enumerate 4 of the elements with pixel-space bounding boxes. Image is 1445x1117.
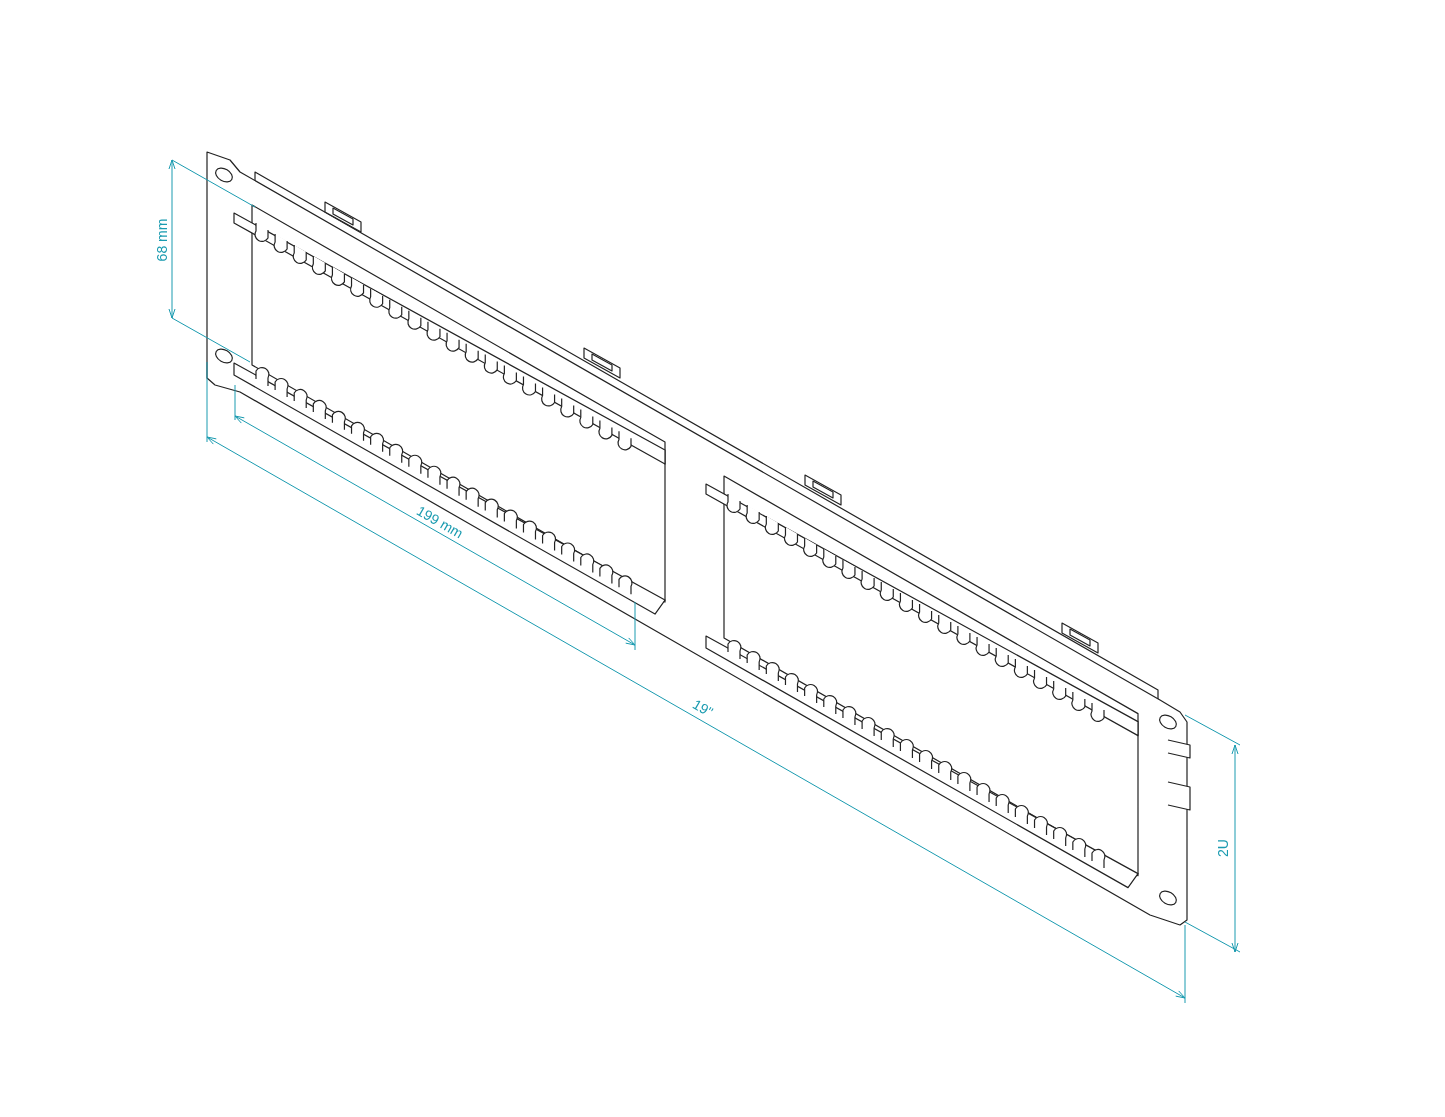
dimension-label: 199 mm: [414, 503, 466, 541]
dimension-label: 68 mm: [155, 218, 169, 262]
dimension-label: 19": [690, 696, 716, 720]
dimension-label: 2U: [1216, 839, 1230, 857]
